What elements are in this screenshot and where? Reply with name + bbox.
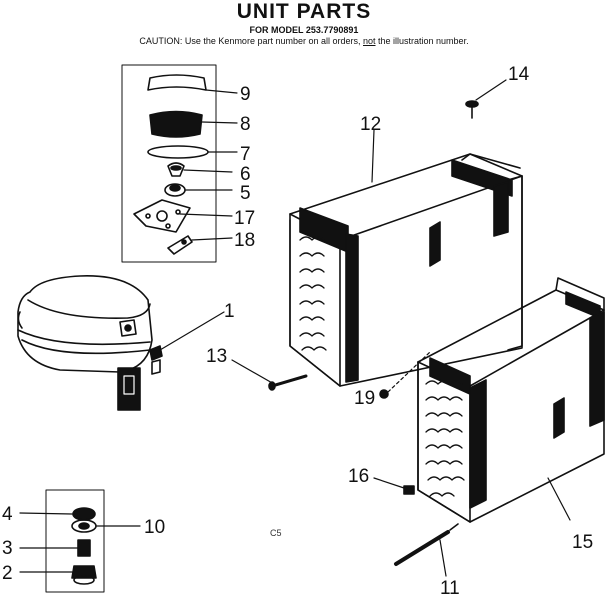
leader-line-14 (475, 79, 507, 101)
part-5-grommet (164, 183, 186, 197)
callout-9: 9 (240, 84, 251, 105)
part-3-spacer (77, 539, 91, 557)
callout-2: 2 (2, 563, 13, 584)
callout-15: 15 (572, 532, 593, 553)
page-code: C5 (270, 528, 282, 538)
condenser-tubing (425, 380, 465, 497)
part-16-fitting (403, 485, 415, 495)
part-13-screw (268, 374, 308, 391)
part-14-screw (465, 100, 479, 119)
leader-lines-small-parts (19, 512, 141, 573)
evaporator-tubing (299, 236, 327, 351)
callout-11: 11 (440, 578, 460, 595)
model-number: FOR MODEL 253.7790891 (249, 25, 359, 35)
part-12-evaporator-coil (289, 153, 523, 387)
callout-1: 1 (224, 301, 235, 322)
callout-6: 6 (240, 164, 251, 185)
hardware-kit-box (121, 64, 217, 263)
leader-line-16 (373, 477, 405, 489)
part-4-washer (72, 507, 96, 521)
callout-19: 19 (354, 388, 375, 409)
small-parts-box (45, 489, 105, 593)
caution-text-start: CAUTION: Use the Kenmore part number on … (139, 36, 363, 46)
callout-8: 8 (240, 114, 251, 135)
part-18-clamp (167, 235, 193, 255)
part-7-ring (147, 145, 209, 159)
callout-numbers: 9 8 7 6 5 17 18 1 12 14 13 19 16 15 11 4… (2, 64, 593, 595)
part-8-pad (149, 110, 203, 138)
callout-12: 12 (360, 114, 381, 135)
leader-line-1 (159, 311, 225, 351)
part-1-compressor (17, 275, 163, 411)
part-17-bracket (133, 199, 191, 233)
leader-line-13 (231, 359, 275, 385)
part-19-screw (379, 389, 389, 399)
callout-10: 10 (144, 517, 165, 538)
leader-line-11 (439, 539, 447, 577)
leader-line-15 (547, 477, 571, 521)
page-title: UNIT PARTS (236, 0, 372, 23)
leader-line-12 (371, 129, 375, 183)
callout-17: 17 (234, 208, 255, 229)
callout-14: 14 (508, 64, 530, 85)
callout-7: 7 (240, 144, 251, 165)
part-10-grommet (71, 519, 97, 533)
caution-text-end: the illustration number. (375, 36, 469, 46)
callout-18: 18 (234, 230, 255, 251)
part-6-grommet (167, 162, 185, 177)
caution-emphasis: not (363, 36, 376, 46)
part-9-clip (147, 74, 207, 91)
part-2-foot (71, 565, 97, 585)
caution-note: CAUTION: Use the Kenmore part number on … (0, 36, 608, 46)
part-11-capillary-tube (394, 523, 459, 566)
callout-13: 13 (206, 346, 227, 367)
callout-16: 16 (348, 466, 369, 487)
callout-5: 5 (240, 183, 251, 204)
part-15-condenser-coil (417, 277, 605, 523)
callout-4: 4 (2, 504, 13, 525)
callout-3: 3 (2, 538, 13, 559)
leader-lines-box (179, 89, 238, 241)
